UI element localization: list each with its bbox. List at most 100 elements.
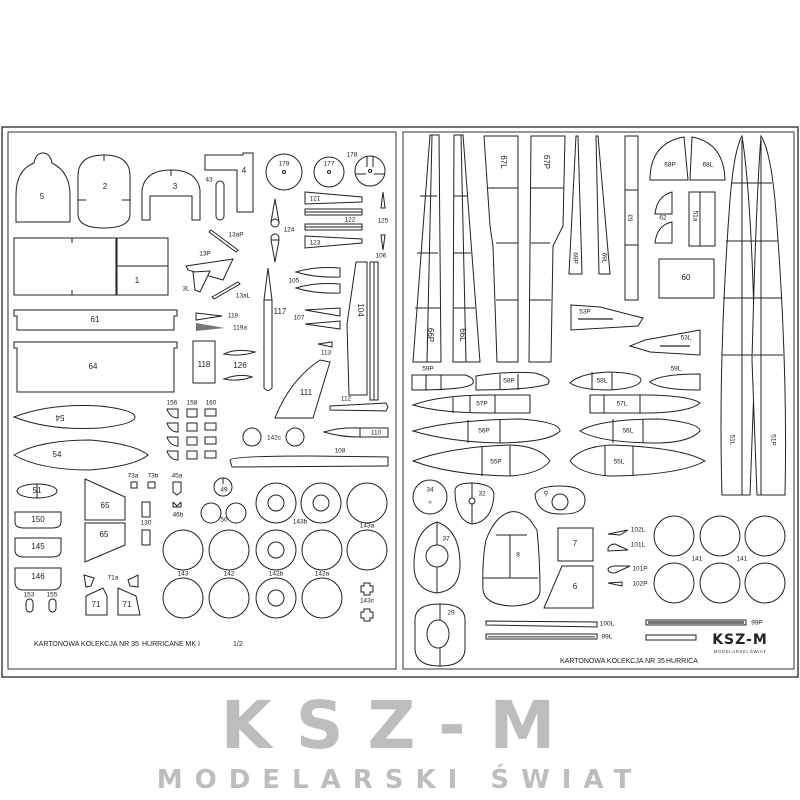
airfoil-59L[interactable]: 59L	[649, 366, 701, 391]
part-29[interactable]: 29	[414, 603, 466, 667]
part-label: 3	[173, 182, 178, 191]
part-45[interactable]: ⚲	[534, 485, 586, 515]
part-67P[interactable]: 67P	[528, 135, 566, 363]
airfoil-58P[interactable]: 58P	[475, 371, 550, 391]
part-label: 73b	[148, 473, 159, 480]
part-60[interactable]: 60	[658, 258, 715, 299]
part-125[interactable]: 125	[378, 191, 389, 251]
part-label: 60	[682, 273, 691, 282]
part-68P[interactable]: 68P	[649, 136, 689, 181]
part-3[interactable]: 3	[141, 169, 201, 221]
part-53L[interactable]: 53L	[628, 329, 701, 356]
part-123[interactable]: 123	[304, 235, 363, 249]
part-label: 65	[100, 530, 109, 539]
part-66L[interactable]: 66L	[452, 134, 481, 363]
part-143a[interactable]: 143a	[346, 482, 388, 530]
part-61[interactable]: 61	[13, 309, 178, 331]
part-130[interactable]: 130	[141, 501, 152, 546]
part-66P[interactable]: 66P	[412, 134, 442, 363]
part-64[interactable]: 64	[13, 341, 178, 393]
parts-73-45-46[interactable]: 73a 73b 45a 46b	[128, 473, 184, 519]
part-71[interactable]: 71a 71 71	[83, 574, 141, 616]
part-63[interactable]: 63	[624, 135, 639, 301]
part-121[interactable]: 121	[304, 191, 363, 205]
part-32[interactable]: 32	[454, 482, 495, 525]
airfoil-57L[interactable]: 57L	[589, 394, 701, 414]
part-108[interactable]: 108	[229, 448, 389, 468]
part-69P[interactable]: 69P	[568, 135, 583, 275]
part-104[interactable]: 104	[346, 261, 368, 396]
part-label: 102L	[631, 527, 646, 534]
part-label: 55P	[490, 459, 502, 466]
part-2[interactable]: 2	[77, 154, 131, 229]
part-54-lower[interactable]: 54	[12, 439, 149, 471]
part-146[interactable]: 146	[14, 567, 62, 591]
part-99P[interactable]: 99P	[645, 619, 763, 641]
part-100L[interactable]: 100L	[485, 620, 615, 628]
part-6[interactable]: 6	[543, 565, 594, 609]
airfoil-56L[interactable]: 56L	[579, 418, 701, 444]
part-13-struts[interactable]: 13aP 13P 3L 13aL	[182, 229, 251, 300]
part-8[interactable]: 8	[482, 511, 541, 607]
circles-row-2[interactable]	[162, 529, 388, 571]
part-105[interactable]: 105	[289, 267, 341, 294]
part-53P[interactable]: 53P	[570, 304, 644, 331]
part-51[interactable]: 51	[16, 483, 58, 499]
part-68L[interactable]: 68L	[689, 136, 726, 181]
part-126[interactable]: 126	[222, 349, 257, 381]
part-111[interactable]: 111	[274, 359, 331, 419]
part-113[interactable]: 113	[317, 341, 333, 357]
parts-101-102[interactable]: 102L 101L 101P 102P	[607, 527, 648, 588]
part-label: 111	[300, 388, 313, 397]
part-51P[interactable]: 51P	[751, 134, 787, 496]
part-112[interactable]: 112	[329, 396, 389, 412]
part-99L[interactable]: 99L	[485, 633, 613, 641]
airfoil-58L[interactable]: 58L	[569, 371, 642, 391]
airfoil-59P[interactable]: 59P	[411, 366, 474, 391]
part-150[interactable]: 150	[14, 511, 62, 529]
part-label: 179	[279, 161, 290, 168]
airfoil-57P[interactable]: 57P	[411, 394, 531, 414]
part-124[interactable]: 124	[270, 198, 295, 263]
airfoil-55L[interactable]: 55L	[569, 444, 707, 477]
part-177[interactable]: 177	[313, 156, 345, 188]
part-51L[interactable]: 51L	[720, 134, 756, 496]
part-106[interactable]: 106	[369, 253, 387, 401]
part-143c[interactable]: 143c	[360, 582, 375, 622]
part-110[interactable]: 110	[322, 427, 389, 438]
part-179[interactable]: 179	[265, 153, 303, 191]
part-4[interactable]: 4	[204, 152, 254, 213]
part-69L[interactable]: 69L	[595, 135, 611, 275]
airfoil-56P[interactable]: 56P	[411, 418, 561, 444]
part-51a[interactable]: 51a	[688, 191, 716, 247]
part-37[interactable]: 37	[413, 521, 461, 594]
part-117[interactable]: 117	[263, 267, 287, 391]
part-5[interactable]: 5	[15, 152, 71, 223]
part-118[interactable]: 118	[192, 340, 216, 384]
part-142c[interactable]: 142c	[242, 427, 305, 447]
part-143b[interactable]: 143b	[255, 482, 342, 526]
part-7[interactable]: 7	[557, 527, 594, 562]
part-34[interactable]: 34✧	[412, 479, 448, 515]
part-67L[interactable]: 67L	[483, 135, 519, 363]
part-43[interactable]: 43	[205, 177, 225, 221]
part-178[interactable]: 178	[347, 152, 386, 187]
part-107[interactable]: 107	[294, 307, 341, 330]
part-1[interactable]: 1	[13, 237, 169, 296]
part-label: 51P	[769, 434, 776, 446]
part-label: 99P	[751, 620, 763, 627]
part-label: 55L	[614, 459, 625, 466]
airfoil-55P[interactable]: 55P	[411, 444, 551, 477]
part-54-upper[interactable]: 54	[12, 404, 136, 430]
part-50[interactable]: 50	[200, 502, 247, 524]
part-62[interactable]: 62	[654, 191, 673, 244]
part-122[interactable]: 122	[304, 208, 363, 231]
part-49[interactable]: 49	[213, 477, 233, 497]
part-145[interactable]: 145	[14, 537, 62, 558]
